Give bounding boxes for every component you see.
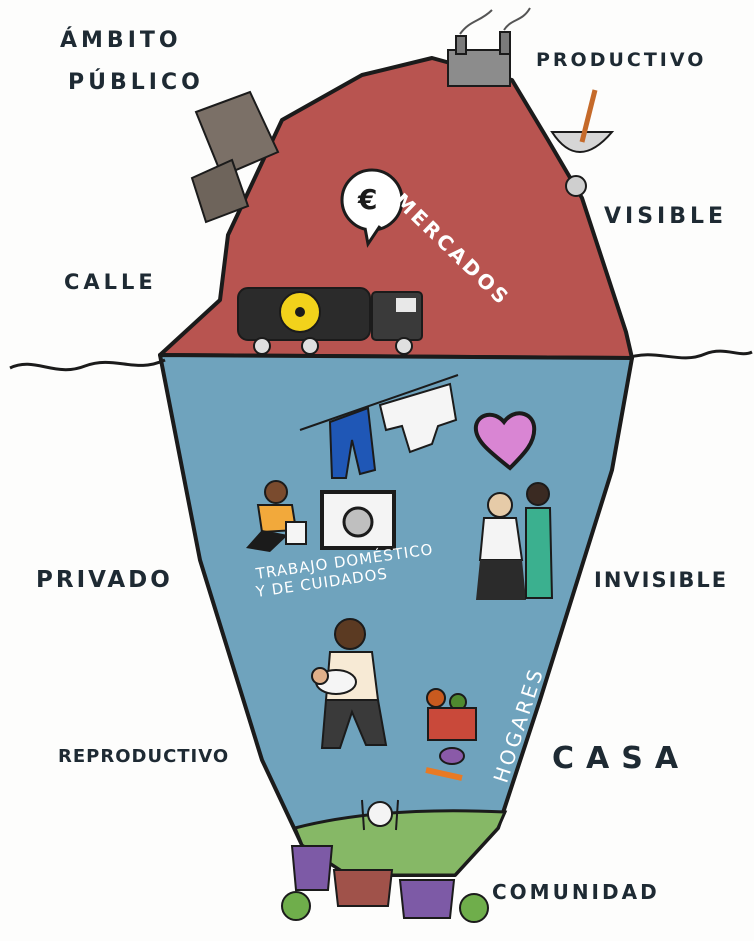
waterline-right (627, 349, 753, 360)
radioactive-truck-icon (237, 287, 423, 355)
label-invisible: INVISIBLE (594, 568, 729, 592)
trees-icon (281, 891, 489, 923)
label-calle: CALLE (64, 270, 157, 294)
houses-icon (290, 845, 456, 919)
label-productivo: PRODUCTIVO (536, 49, 707, 71)
parent-with-baby-icon (311, 618, 388, 749)
heart-icon (473, 411, 537, 471)
satellite-dish-icon (550, 89, 615, 197)
elderly-care-icon (476, 482, 554, 600)
label-casa: CASA (552, 741, 691, 776)
vegetable-pot-icon (425, 688, 477, 781)
label-reproductivo: REPRODUCTIVO (58, 746, 230, 767)
label-privado: PRIVADO (36, 567, 173, 593)
euro-symbol: € (358, 183, 378, 216)
hidden-zone (158, 353, 634, 877)
buildings-icon (190, 90, 280, 224)
community-zone (292, 809, 508, 877)
waterline (9, 358, 166, 372)
clothesline-icon (299, 374, 459, 479)
washing-machine-icon (320, 490, 396, 550)
plate-cutlery-icon (361, 799, 399, 831)
euro-speech-bubble-icon (340, 168, 404, 248)
label-comunidad: COMUNIDAD (492, 880, 660, 904)
cleaning-person-icon (246, 480, 307, 552)
label-visible: VISIBLE (604, 204, 728, 229)
label-publico: PÚBLICO (68, 70, 204, 95)
label-ambito: ÁMBITO (60, 28, 182, 53)
factory-icon (447, 7, 531, 87)
